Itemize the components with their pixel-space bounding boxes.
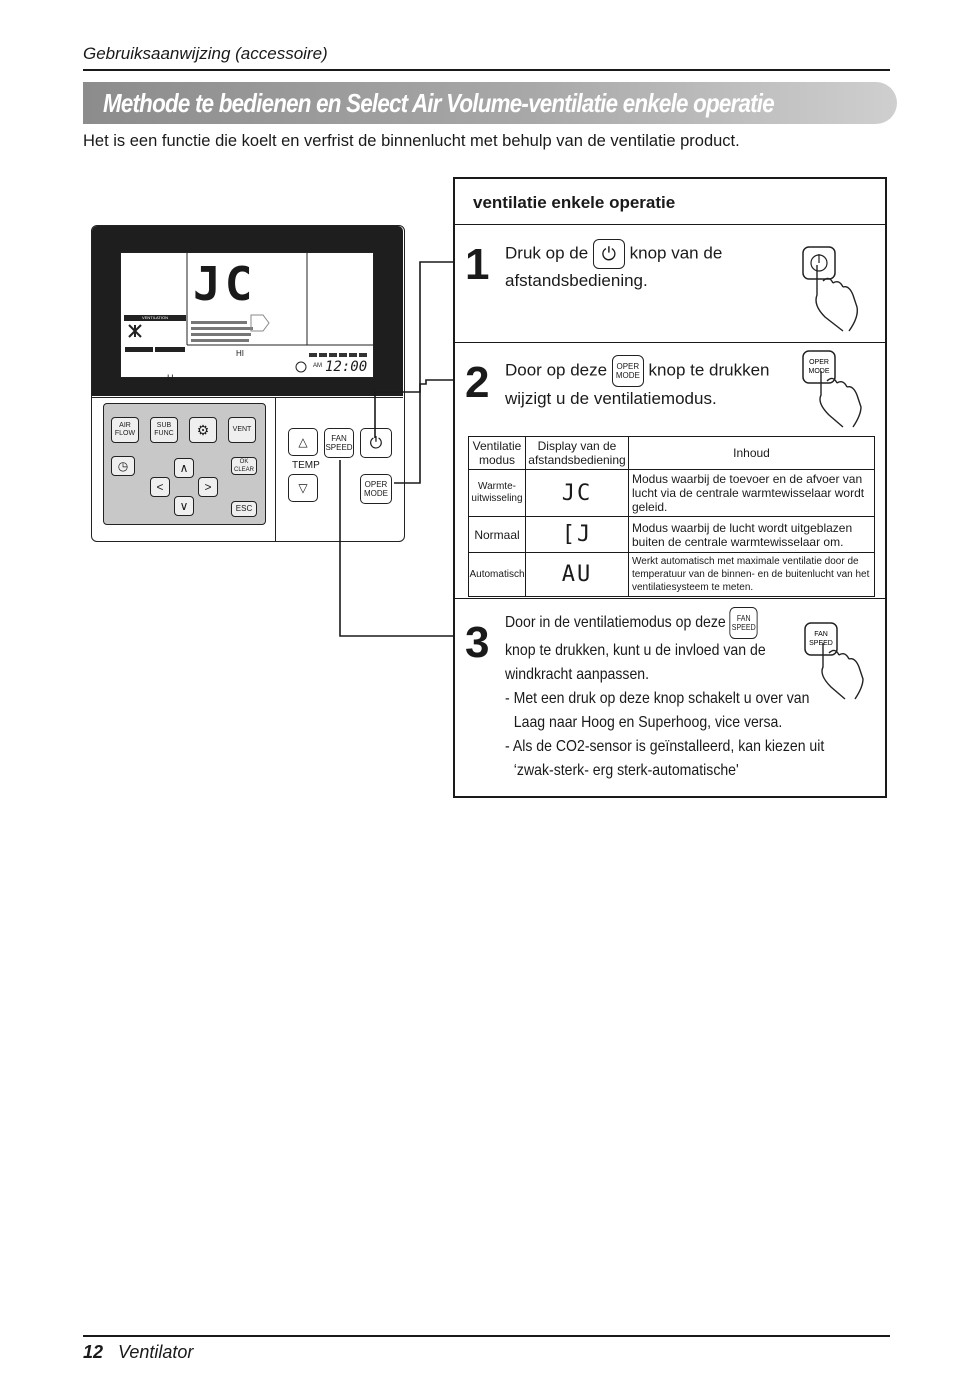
table-cell-display: JC bbox=[525, 469, 629, 517]
vent-key[interactable]: VENT bbox=[228, 417, 256, 443]
sub-func-key[interactable]: SUB FUNC bbox=[150, 417, 178, 443]
lcd-ventilation-label: VENTILATION bbox=[124, 315, 186, 321]
lcd-mode-display: JC bbox=[193, 257, 257, 311]
lcd-clock: 12:00 bbox=[325, 359, 368, 375]
table-cell-mode: Normaal bbox=[468, 516, 526, 553]
mode-table: Ventilatie modus Display van de afstands… bbox=[468, 436, 875, 597]
table-header: Ventilatie modus bbox=[468, 436, 526, 470]
table-cell-content: Werkt automatisch met maximale ventilati… bbox=[628, 552, 875, 597]
panel-heading: ventilatie enkele operatie bbox=[473, 193, 676, 212]
step-text-part: Door op deze bbox=[505, 360, 608, 380]
step-2: 2 Door op deze OPER MODE knop te drukken… bbox=[455, 343, 885, 599]
section-title-bar: Methode te bedienen en Select Air Volume… bbox=[83, 82, 897, 124]
table-cell-display: [J bbox=[525, 516, 629, 553]
step-number: 3 bbox=[465, 618, 490, 667]
table-row: Automatisch AU Werkt automatisch met max… bbox=[468, 552, 875, 597]
table-cell-mode: Warmte-uitwisseling bbox=[468, 469, 526, 517]
footer: 12 Ventilator bbox=[83, 1342, 193, 1363]
step-text: Door in de ventilatiemodus op deze FAN S… bbox=[505, 607, 848, 783]
step-text-line: knop te drukken, kunt u de invloed van d… bbox=[505, 642, 766, 659]
remote-side-pad: △ TEMP ▽ FAN SPEED ⏻ OPER MODE bbox=[275, 398, 401, 541]
hand-press-icon: OPER MODE bbox=[802, 350, 862, 428]
esc-key[interactable]: ESC bbox=[231, 501, 257, 517]
table-cell-content: Modus waarbij de toevoer en de afvoer va… bbox=[628, 469, 875, 517]
step-text-part: wijzigt u de ventilatiemodus. bbox=[505, 389, 717, 408]
remote-display-bezel: VENTILATION JC HI H AM 12:00 bbox=[92, 226, 403, 396]
section-title: Methode te bedienen en Select Air Volume… bbox=[103, 88, 775, 118]
remote-keypad: AIR FLOW SUB FUNC ⚙ VENT ◷ ∧ < > ∨ OK CL… bbox=[103, 403, 266, 525]
table-header: Inhoud bbox=[628, 436, 875, 470]
remote-key-area: AIR FLOW SUB FUNC ⚙ VENT ◷ ∧ < > ∨ OK CL… bbox=[92, 397, 403, 541]
lcd-segments bbox=[125, 253, 375, 373]
table-cell-content: Modus waarbij de lucht wordt uitgeblazen… bbox=[628, 516, 875, 553]
timer-key[interactable]: ◷ bbox=[111, 456, 135, 476]
power-button-icon: ⏻ bbox=[592, 239, 625, 269]
step-text-line: windkracht aanpassen. bbox=[505, 666, 650, 683]
svg-text:SPEED: SPEED bbox=[809, 640, 833, 647]
step-number: 1 bbox=[465, 240, 490, 289]
bottom-rule bbox=[83, 1335, 890, 1337]
arrow-left-key[interactable]: < bbox=[150, 477, 170, 497]
step-text-part: afstandsbediening. bbox=[505, 271, 648, 290]
step-1: 1 Druk op de ⏻ knop van de afstandsbedie… bbox=[455, 225, 885, 343]
instruction-panel: ventilatie enkele operatie 1 Druk op de … bbox=[453, 177, 887, 798]
page-number: 12 bbox=[83, 1342, 104, 1362]
svg-text:OPER: OPER bbox=[809, 359, 829, 366]
remote-controller: VENTILATION JC HI H AM 12:00 AIR FLOW SU… bbox=[91, 225, 405, 542]
temp-down-key[interactable]: ▽ bbox=[288, 474, 318, 502]
air-flow-key[interactable]: AIR FLOW bbox=[111, 417, 139, 443]
oper-mode-key[interactable]: OPER MODE bbox=[360, 474, 392, 504]
arrow-down-key[interactable]: ∨ bbox=[174, 496, 194, 516]
lcd-hi: HI bbox=[236, 349, 244, 358]
fan-speed-key[interactable]: FAN SPEED bbox=[324, 428, 354, 458]
table-header-row: Ventilatie modus Display van de afstands… bbox=[468, 436, 875, 470]
step-text: Door op deze OPER MODE knop te drukken w… bbox=[505, 355, 770, 411]
power-key[interactable]: ⏻ bbox=[360, 428, 392, 458]
svg-text:MODE: MODE bbox=[809, 368, 830, 375]
step-text-part: knop van de bbox=[629, 243, 723, 263]
step-text: Druk op de ⏻ knop van de afstandsbedieni… bbox=[505, 239, 722, 293]
table-cell-display: AU bbox=[525, 552, 629, 597]
table-header: Display van de afstandsbediening bbox=[525, 436, 629, 470]
arrow-right-key[interactable]: > bbox=[198, 477, 218, 497]
step-text-part: Druk op de bbox=[505, 243, 589, 263]
intro-text: Het is een functie die koelt en verfrist… bbox=[83, 132, 740, 150]
running-head: Gebruiksaanwijzing (accessoire) bbox=[83, 44, 328, 63]
table-row: Warmte-uitwisseling JC Modus waarbij de … bbox=[468, 469, 875, 517]
step-number: 2 bbox=[465, 358, 490, 407]
arrow-up-key[interactable]: ∧ bbox=[174, 458, 194, 478]
lcd-h: H bbox=[167, 373, 174, 383]
step-3: 3 Door in de ventilatiemodus op deze FAN… bbox=[455, 599, 885, 796]
step-bullet: - Als de CO2-sensor is geïnstalleerd, ka… bbox=[505, 738, 825, 755]
lcd-screen: VENTILATION JC HI H AM 12:00 bbox=[120, 252, 375, 383]
step-bullet: - Met een druk op deze knop schakelt u o… bbox=[505, 690, 810, 707]
ok-clear-key[interactable]: OK CLEAR bbox=[231, 457, 257, 475]
panel-header: ventilatie enkele operatie bbox=[455, 179, 885, 225]
table-row: Normaal [J Modus waarbij de lucht wordt … bbox=[468, 516, 875, 553]
fan-speed-button-icon: FAN SPEED bbox=[729, 607, 758, 639]
hand-press-icon: FAN SPEED bbox=[804, 622, 864, 700]
temp-up-key[interactable]: △ bbox=[288, 428, 318, 456]
lcd-am: AM bbox=[313, 363, 322, 369]
step-text-part: Door in de ventilatiemodus op deze bbox=[505, 614, 726, 632]
svg-text:FAN: FAN bbox=[814, 631, 828, 638]
settings-key[interactable]: ⚙ bbox=[189, 417, 217, 443]
table-cell-mode: Automatisch bbox=[468, 552, 526, 597]
oper-mode-button-icon: OPER MODE bbox=[611, 355, 644, 387]
temp-label: TEMP bbox=[292, 460, 320, 471]
step-bullet: Laag naar Hoog en Superhoog, vice versa. bbox=[513, 714, 783, 731]
step-bullet: ‘zwak-sterk- erg sterk-automatische' bbox=[513, 762, 739, 779]
step-text-part: knop te drukken bbox=[648, 360, 770, 380]
footer-section: Ventilator bbox=[118, 1342, 194, 1362]
hand-press-icon bbox=[802, 246, 859, 332]
top-rule bbox=[83, 69, 890, 71]
